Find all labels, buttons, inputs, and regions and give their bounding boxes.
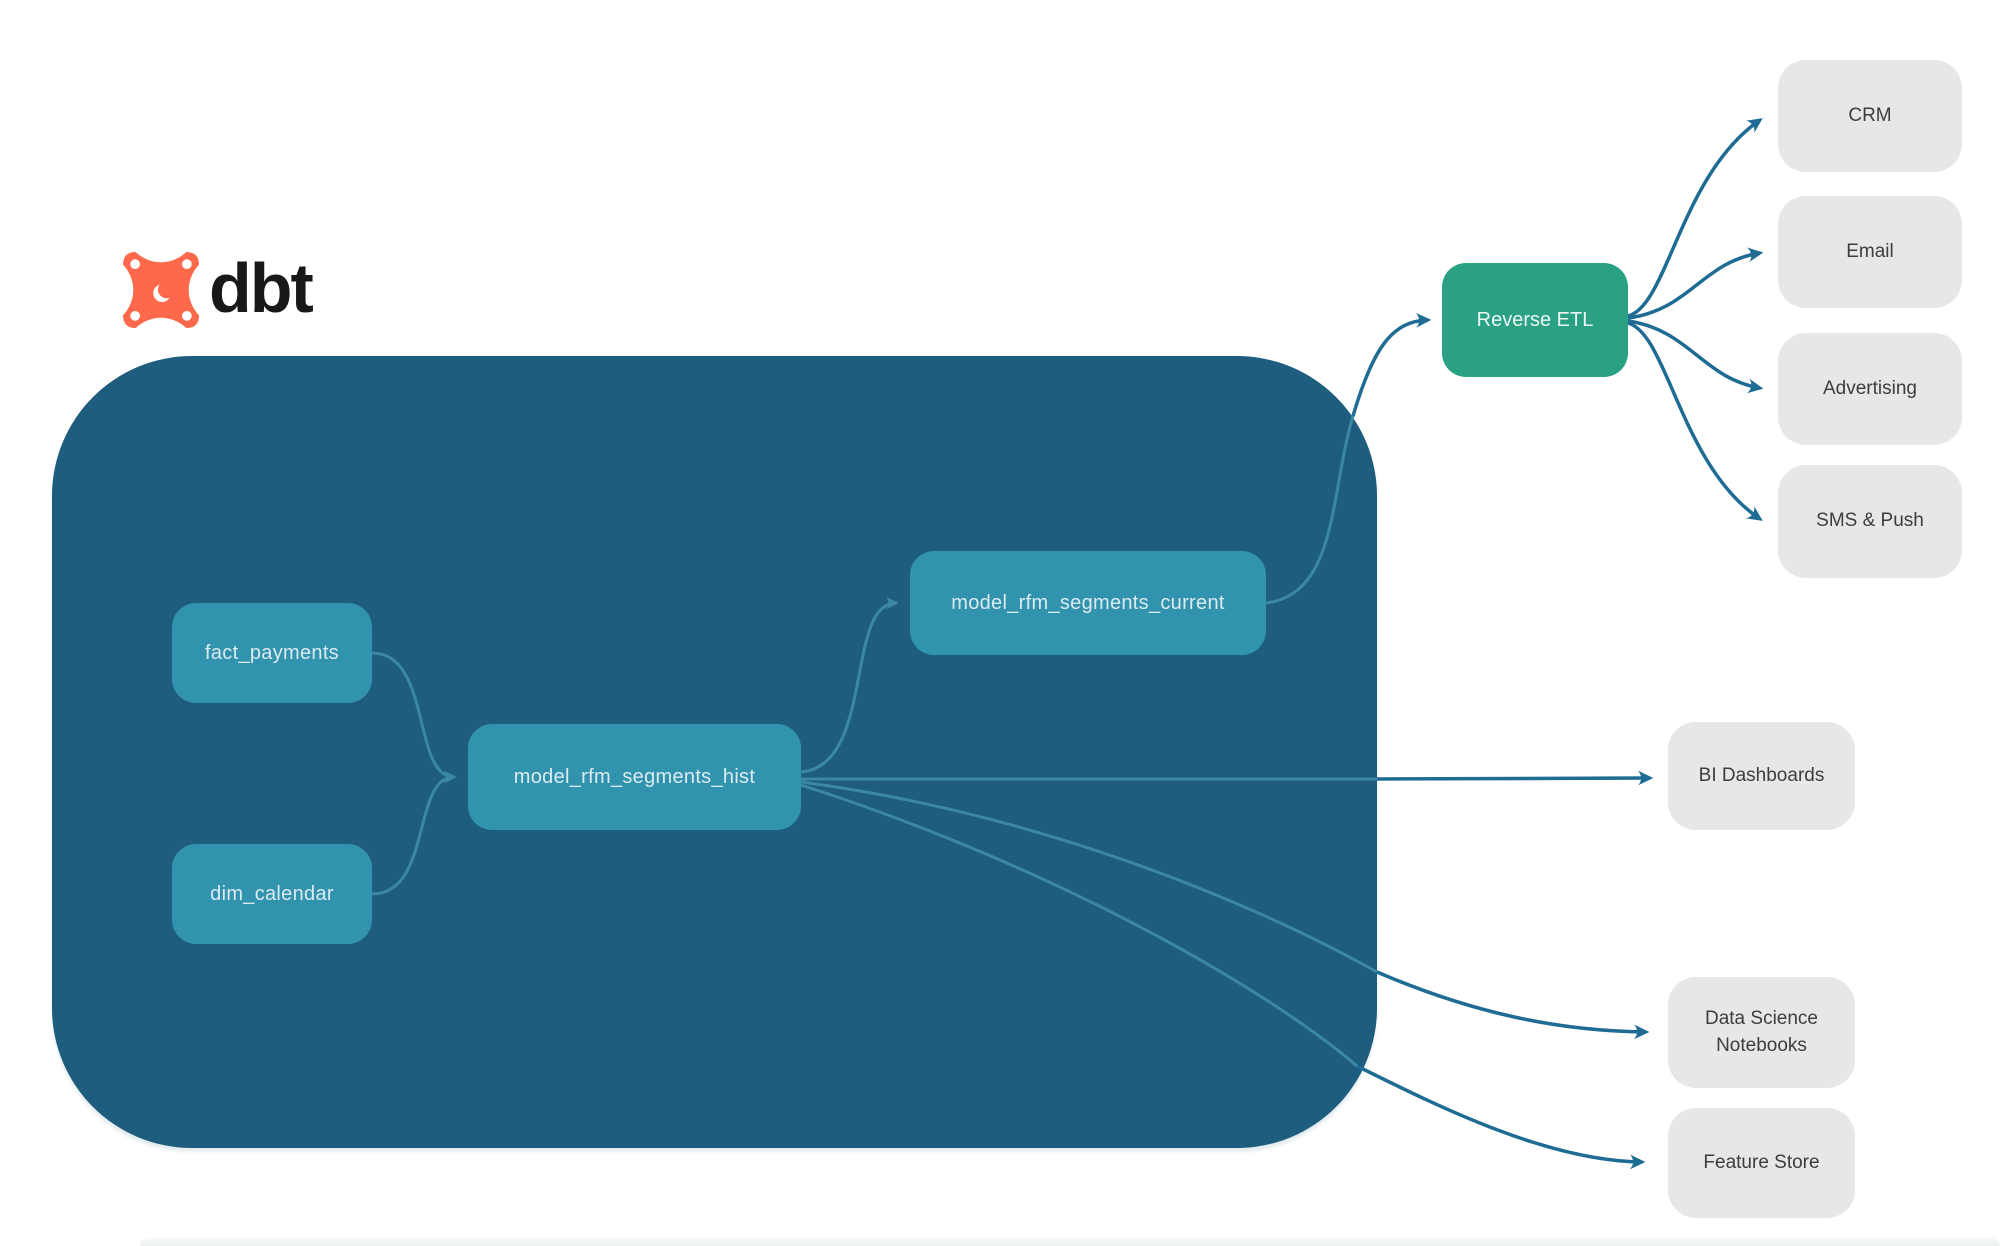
node-label: Advertising — [1823, 377, 1917, 399]
edge-hist-to-bi-outer — [1376, 770, 1654, 786]
node-crm: CRM — [1778, 60, 1962, 172]
node-advertising: Advertising — [1778, 333, 1962, 445]
node-model-rfm-segments-hist: model_rfm_segments_hist — [468, 724, 801, 830]
node-label: model_rfm_segments_current — [951, 591, 1225, 614]
dbt-star-icon — [123, 252, 199, 328]
node-email: Email — [1778, 196, 1962, 308]
edge-retl-to-email — [1627, 247, 1764, 320]
bottom-page-edge — [140, 1237, 2000, 1246]
edge-current-to-retl-outer — [1351, 312, 1432, 417]
edge-retl-to-sms — [1627, 321, 1763, 521]
edge-retl-to-crm — [1627, 118, 1763, 318]
node-label: dim_calendar — [210, 882, 334, 905]
edge-retl-to-advertising — [1627, 319, 1764, 394]
dbt-logo-text: dbt — [209, 249, 314, 327]
node-fact-payments: fact_payments — [172, 603, 372, 703]
edge-hist-to-fs-outer — [1356, 1064, 1646, 1170]
edge-hist-to-ds-outer — [1376, 970, 1650, 1040]
node-reverse-etl: Reverse ETL — [1442, 263, 1628, 377]
node-feature-store: Feature Store — [1668, 1108, 1855, 1218]
node-sms-push: SMS & Push — [1778, 465, 1962, 578]
node-label: fact_payments — [205, 641, 339, 664]
node-label: SMS & Push — [1816, 510, 1924, 532]
node-data-science-notebooks: Data Science Notebooks — [1668, 977, 1855, 1088]
node-label: Data Science Notebooks — [1704, 1007, 1818, 1056]
node-model-rfm-segments-current: model_rfm_segments_current — [910, 551, 1266, 655]
node-label: model_rfm_segments_hist — [513, 765, 756, 788]
node-label: Email — [1846, 240, 1894, 262]
node-label: BI Dashboards — [1698, 764, 1825, 786]
node-label: Feature Store — [1703, 1151, 1820, 1173]
node-bi-dashboards: BI Dashboards — [1668, 722, 1855, 830]
dbt-logo: dbt — [123, 249, 314, 328]
node-dim-calendar: dim_calendar — [172, 844, 372, 944]
node-label: CRM — [1848, 104, 1892, 126]
node-label: Reverse ETL — [1476, 308, 1594, 331]
